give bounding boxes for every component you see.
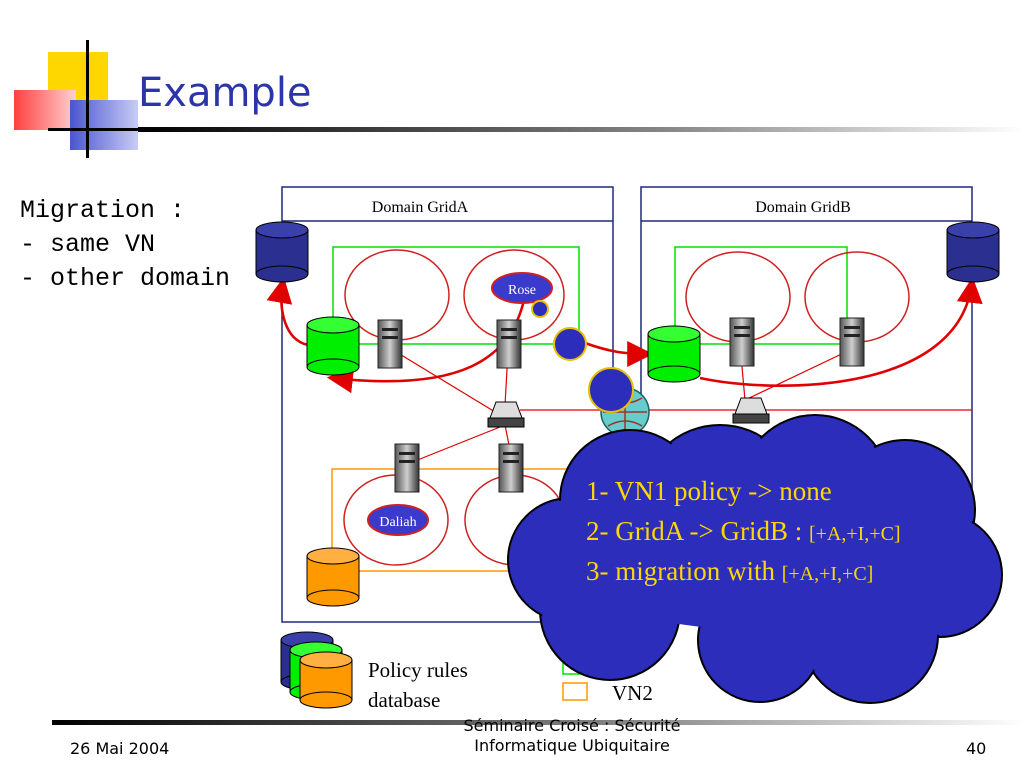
vn1-box-grida <box>332 246 580 345</box>
bullet-line-1: Migration : <box>20 196 186 225</box>
legend-db-stack-icon <box>280 631 353 709</box>
server-grida-1 <box>377 319 403 369</box>
arrow-gridb-green-to-blue-db <box>699 276 983 387</box>
callout-line-3-main: 3- migration with <box>586 556 782 586</box>
logo-horizontal-line <box>48 128 138 131</box>
legend-vn2-swatch <box>562 682 588 701</box>
domain-grida-label: Domain GridA <box>372 199 469 216</box>
callout-line-3-small: [+A,+I,+C] <box>782 563 874 585</box>
green-db-grida <box>306 316 360 376</box>
blue-db-left <box>255 221 309 283</box>
legend-vn2-label: VN2 <box>612 681 653 705</box>
footer-center-line1: Séminaire Croisé : Sécurité <box>463 716 681 735</box>
green-db-gridb <box>647 325 701 383</box>
router-gridb <box>732 397 770 424</box>
orange-db-grida <box>306 547 360 607</box>
footer-page-number: 40 <box>966 739 987 758</box>
server-grida-4 <box>498 443 524 493</box>
bullet-line-3: - other domain <box>20 264 231 293</box>
footer-center-line2: Informatique Ubiquitaire <box>474 736 670 755</box>
callout-line-3: 3- migration with [+A,+I,+C] <box>586 556 873 586</box>
legend-db-line2: database <box>368 688 440 712</box>
legend-db-line1: Policy rules <box>368 658 468 682</box>
page-title: Example <box>138 70 312 116</box>
footer-rule <box>52 720 1024 725</box>
footer-date: 26 Mai 2004 <box>70 739 170 758</box>
domain-gridb-label: Domain GridB <box>755 199 851 216</box>
logo-blue-square <box>70 100 138 150</box>
rose-label: Rose <box>508 283 536 298</box>
blue-db-right <box>946 221 1000 283</box>
daliah-label: Daliah <box>379 515 416 530</box>
agent-circle-large <box>588 367 634 413</box>
server-grida-2 <box>496 319 522 369</box>
server-gridb-1 <box>729 317 755 367</box>
server-grida-3 <box>394 443 420 493</box>
title-underline <box>138 127 1024 132</box>
callout-line-1: 1- VN1 policy -> none <box>586 476 832 506</box>
agent-circle-small <box>531 300 549 318</box>
vn1-box-gridb <box>674 246 848 345</box>
callout-line-2: 2- GridA -> GridB : [+A,+I,+C] <box>586 516 901 546</box>
arrow-migration-to-gridb <box>584 340 654 367</box>
footer-center: Séminaire Croisé : Sécurité Informatique… <box>412 716 732 756</box>
rose-node <box>491 272 553 304</box>
arrow-rose-to-green-db <box>326 299 526 394</box>
bullet-line-2: - same VN <box>20 230 156 259</box>
callout-cloud-fill <box>510 417 1000 701</box>
callout-line-2-small: [+A,+I,+C] <box>809 523 901 545</box>
daliah-node <box>367 504 429 536</box>
callout-line-2-main: 2- GridA -> GridB : <box>586 516 809 546</box>
logo-red-square <box>14 90 76 130</box>
server-gridb-2 <box>839 317 865 367</box>
logo-vertical-line <box>86 40 89 158</box>
agent-circle-medium <box>553 327 587 361</box>
arrow-green-to-blue-db-a <box>266 276 309 347</box>
router-grida <box>487 401 525 428</box>
